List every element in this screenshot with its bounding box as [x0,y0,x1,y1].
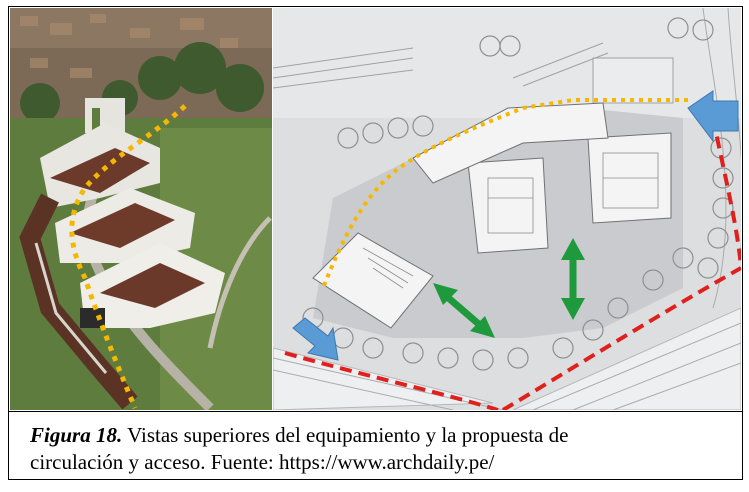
caption-divider [8,411,743,412]
caption-line-1: Vistas superiores del equipamiento y la … [122,423,569,447]
figure-frame [8,6,743,480]
figure-caption: Figura 18. Vistas superiores del equipam… [30,422,730,476]
site-plan [273,8,741,410]
aerial-photo [10,8,272,410]
double-arrow-icon [433,283,495,338]
aerial-photo-graphic [10,8,272,410]
arrow-icon [292,317,339,361]
pedestrian-path-plan [321,98,688,289]
vehicle-path-right [711,117,741,269]
arrow-icon [687,90,739,143]
vehicle-path-lower [284,266,741,410]
site-plan-graphic [273,8,741,410]
caption-line-2: circulación y acceso. Fuente: https://ww… [30,450,495,474]
double-arrow-icon [561,238,585,320]
pedestrian-path-photo [69,104,187,409]
figure-label: Figura 18. [30,423,123,447]
